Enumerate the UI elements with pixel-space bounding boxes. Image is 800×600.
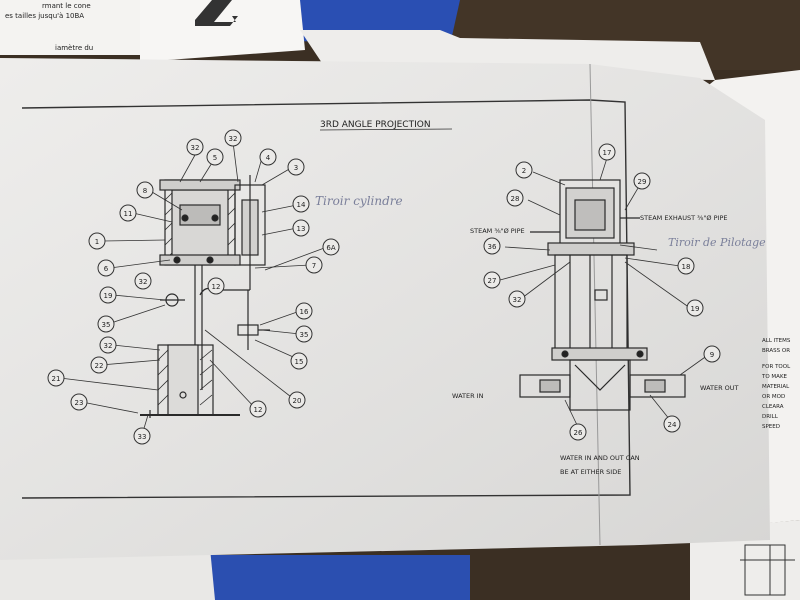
left-part-number: 4 (266, 154, 271, 162)
side-note-line: OR MOD (762, 394, 785, 400)
side-note-line: SPEED (762, 424, 780, 430)
right-part-numbers: 17 2 28 29 36 27 32 18 19 9 26 24 (488, 149, 715, 437)
left-part-number: 14 (297, 201, 306, 209)
left-part-number: 35 (300, 331, 309, 339)
left-part-number: 12 (212, 283, 221, 291)
left-leader-lines (59, 141, 328, 436)
left-part-number: 6 (104, 265, 109, 273)
drawing-title: 3RD ANGLE PROJECTION (320, 120, 431, 130)
paper-top-center (140, 0, 305, 62)
left-part-number: 16 (300, 308, 309, 316)
right-part-number: 36 (488, 243, 497, 251)
right-part-number: 28 (511, 195, 520, 203)
left-part-number: 15 (295, 358, 304, 366)
side-note-line: DRILL (762, 414, 779, 420)
left-part-number: 32 (229, 135, 238, 143)
side-note-line: FOR TOOL (762, 364, 791, 370)
left-part-number: 33 (138, 433, 147, 441)
steam-in-label: STEAM ⅜"Ø PIPE (470, 227, 525, 235)
left-part-number: 13 (297, 225, 306, 233)
side-note-line: ALL ITEMS (762, 338, 791, 344)
left-part-number: 1 (95, 238, 99, 246)
blue-folder-bottom (195, 555, 470, 600)
left-part-number: 32 (104, 342, 113, 350)
right-part-number: 32 (513, 296, 522, 304)
water-note-line2: BE AT EITHER SIDE (560, 468, 621, 476)
left-part-number: 23 (75, 399, 84, 407)
left-part-number: 20 (293, 397, 302, 405)
right-leader-lines (499, 157, 709, 428)
right-part-number: 26 (574, 429, 583, 437)
note-tiroir-cylindre: Tiroir cylindre (315, 194, 403, 208)
side-note-line: MATERIAL (762, 384, 790, 390)
logo-a-icon (195, 0, 238, 26)
left-part-number: 7 (312, 262, 316, 270)
side-note-line: CLEARA (762, 404, 784, 410)
left-part-number: 22 (95, 362, 104, 370)
side-notes: ALL ITEMS BRASS OR FOR TOOL TO MAKE MATERIAL… (761, 338, 791, 430)
paper-top-left (0, 0, 150, 55)
water-note-line1: WATER IN AND OUT CAN (560, 454, 640, 462)
bottom-right-drawing (740, 544, 795, 596)
left-part-number: 12 (254, 406, 263, 414)
part-balloons (47, 129, 721, 445)
right-part-number: 29 (638, 178, 647, 186)
water-in-label: WATER IN (452, 392, 484, 400)
left-part-number: 3 (294, 164, 298, 172)
right-part-number: 9 (710, 351, 714, 359)
french-note-line3: iamètre du (55, 44, 93, 52)
steam-exhaust-label: STEAM EXHAUST ⅜"Ø PIPE (640, 214, 727, 222)
left-part-number: 35 (102, 321, 111, 329)
side-note-line: BRASS OR (762, 348, 790, 354)
left-part-number: 11 (124, 210, 133, 218)
left-part-number: 21 (52, 375, 61, 383)
left-part-number: 32 (139, 278, 148, 286)
left-part-number: 8 (143, 187, 147, 195)
title-underline (319, 128, 453, 131)
right-assembly-view (519, 179, 686, 411)
left-part-number: 32 (191, 144, 200, 152)
note-tiroir-pilotage: Tiroir de Pilotage (668, 236, 766, 249)
right-part-number: 18 (682, 263, 691, 271)
side-note-line: TO MAKE (761, 374, 788, 380)
left-part-number: 19 (104, 292, 113, 300)
right-part-number: 24 (668, 421, 677, 429)
paper-bottom-left (0, 548, 215, 600)
french-note-line1: rmant le cone (42, 2, 91, 10)
left-part-number: 5 (213, 154, 217, 162)
sheet-shading (0, 58, 770, 560)
right-part-number: 19 (691, 305, 700, 313)
left-assembly-view (140, 175, 270, 418)
drawing-border (21, 99, 631, 499)
right-part-number: 17 (603, 149, 612, 157)
right-part-number: 2 (522, 167, 526, 175)
right-part-number: 27 (488, 277, 497, 285)
french-note-line2: es tailles jusqu'à 10BA (5, 12, 84, 20)
water-out-label: WATER OUT (700, 384, 739, 392)
left-part-number: 6A (326, 244, 335, 252)
sheet-fold (589, 63, 601, 546)
